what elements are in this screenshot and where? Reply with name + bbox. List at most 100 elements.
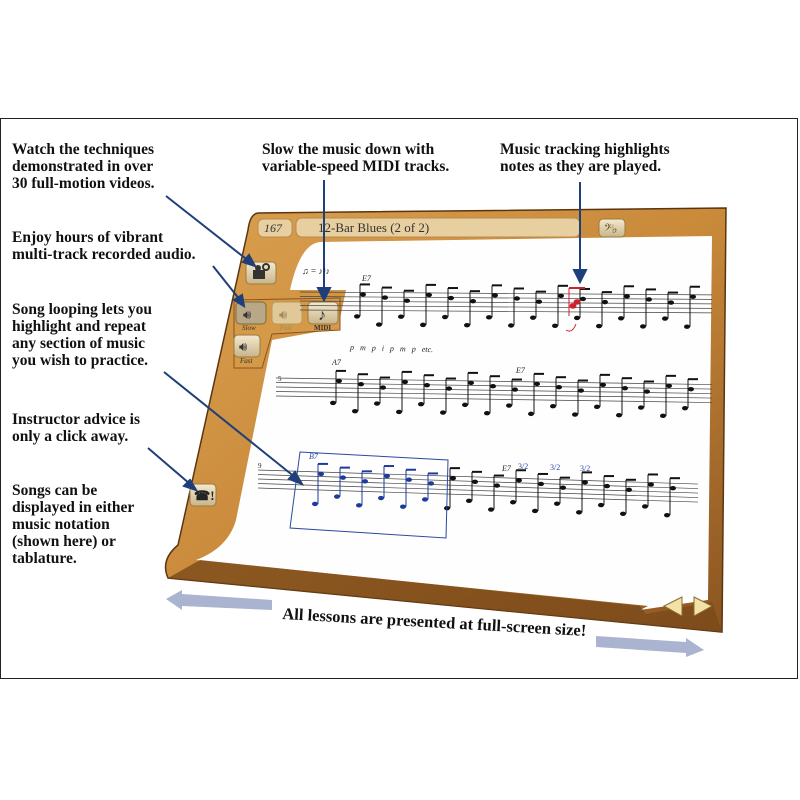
right-arrow-decoration <box>596 636 704 657</box>
next-arrow-icon[interactable] <box>693 596 714 617</box>
note <box>530 290 546 320</box>
chord-label: B7 <box>309 452 318 461</box>
slow-label: Slow <box>242 324 256 332</box>
note <box>508 287 524 328</box>
slow-audio-button[interactable]: 🔊︎ <box>235 301 267 325</box>
note <box>664 477 680 518</box>
note <box>598 475 614 508</box>
staff-line <box>257 483 699 498</box>
video-camera-icon <box>253 263 270 279</box>
full-label: Full <box>280 324 292 332</box>
staff-line <box>299 309 713 314</box>
note <box>510 469 526 505</box>
callout-videos: Watch the techniques demonstrated in ove… <box>12 141 155 192</box>
video-button[interactable] <box>245 261 277 285</box>
note <box>374 376 390 406</box>
note <box>356 470 372 508</box>
note <box>464 290 480 328</box>
note <box>354 283 370 319</box>
note <box>396 370 412 415</box>
note <box>618 285 634 321</box>
callout-audio: Enjoy hours of vibrant multi-track recor… <box>12 229 196 263</box>
note <box>376 286 392 327</box>
note <box>440 377 456 415</box>
note <box>552 284 568 329</box>
note <box>422 472 438 502</box>
speaker-icon: 🔊︎ <box>279 307 287 322</box>
staff-line <box>299 296 713 300</box>
note <box>640 288 656 329</box>
note <box>596 291 612 329</box>
measure-number: 9 <box>258 462 262 470</box>
note <box>378 465 394 501</box>
staff-line <box>299 291 713 296</box>
note <box>488 474 504 512</box>
note <box>550 376 566 409</box>
staff-line <box>299 300 713 305</box>
note <box>682 378 698 411</box>
triplet-mark: 3/2 <box>518 462 529 471</box>
staff-line <box>257 478 699 494</box>
staff-line <box>257 469 699 485</box>
note <box>400 468 416 509</box>
speaker-icon: 🔊︎ <box>243 307 251 322</box>
note <box>486 284 502 320</box>
note <box>442 287 458 320</box>
loop-selection[interactable] <box>289 451 449 539</box>
note <box>330 369 346 406</box>
chord-label: A7 <box>332 358 341 367</box>
note <box>684 285 700 329</box>
note <box>466 470 482 504</box>
note <box>554 476 570 506</box>
music-notes <box>312 283 700 518</box>
speaker-icon: 🔊︎ <box>239 339 247 354</box>
instructor-advice-icon: ☎! <box>194 488 215 503</box>
page-number: 167 <box>264 221 282 235</box>
callout-tracking: Music tracking highlights notes as they … <box>500 141 670 175</box>
callout-looping: Song looping lets you highlight and repe… <box>12 301 152 369</box>
callout-notation: Songs can be displayed in either music n… <box>12 482 135 567</box>
music-staves <box>257 291 713 503</box>
note <box>528 372 544 417</box>
note <box>312 462 328 507</box>
staff-line <box>275 395 713 403</box>
note <box>484 375 500 416</box>
page-number-box <box>257 218 293 238</box>
tempo-mark: ♫ = ♪³♪ <box>302 266 331 276</box>
highlighted-note <box>565 287 585 332</box>
staff-line <box>257 487 699 503</box>
chord-label: E7 <box>502 464 511 473</box>
callout-midi: Slow the music down with variable-speed … <box>262 141 450 175</box>
note <box>638 380 654 410</box>
chord-label: E7 <box>516 366 525 375</box>
full-audio-button[interactable]: 🔊︎ <box>271 301 303 325</box>
note <box>572 379 588 417</box>
score-area <box>196 236 712 610</box>
note <box>642 473 658 509</box>
note <box>662 291 678 321</box>
note <box>418 374 434 407</box>
fast-label: Fast <box>240 357 253 365</box>
midi-button[interactable]: ♪ <box>307 301 339 325</box>
note <box>506 378 522 408</box>
staff-line <box>275 391 713 399</box>
midi-label: MIDI <box>314 324 332 332</box>
note <box>462 371 478 408</box>
music-note-icon: ♪ <box>318 307 326 324</box>
fast-audio-button[interactable]: 🔊︎ <box>233 334 261 358</box>
song-title: 12-Bar Blues (2 of 2) <box>318 220 430 235</box>
chord-label: E7 <box>362 274 371 283</box>
left-arrow-decoration <box>166 590 272 610</box>
note <box>420 283 436 328</box>
measure-number: 5 <box>278 375 282 383</box>
note <box>532 472 548 514</box>
staff-line <box>299 305 713 309</box>
note <box>398 289 414 319</box>
note <box>616 377 632 418</box>
note <box>334 466 350 499</box>
triplet-mark: 3/2 <box>550 463 561 472</box>
previous-arrow-icon[interactable] <box>662 596 683 617</box>
tuner-button[interactable] <box>598 218 626 238</box>
note <box>576 471 592 515</box>
